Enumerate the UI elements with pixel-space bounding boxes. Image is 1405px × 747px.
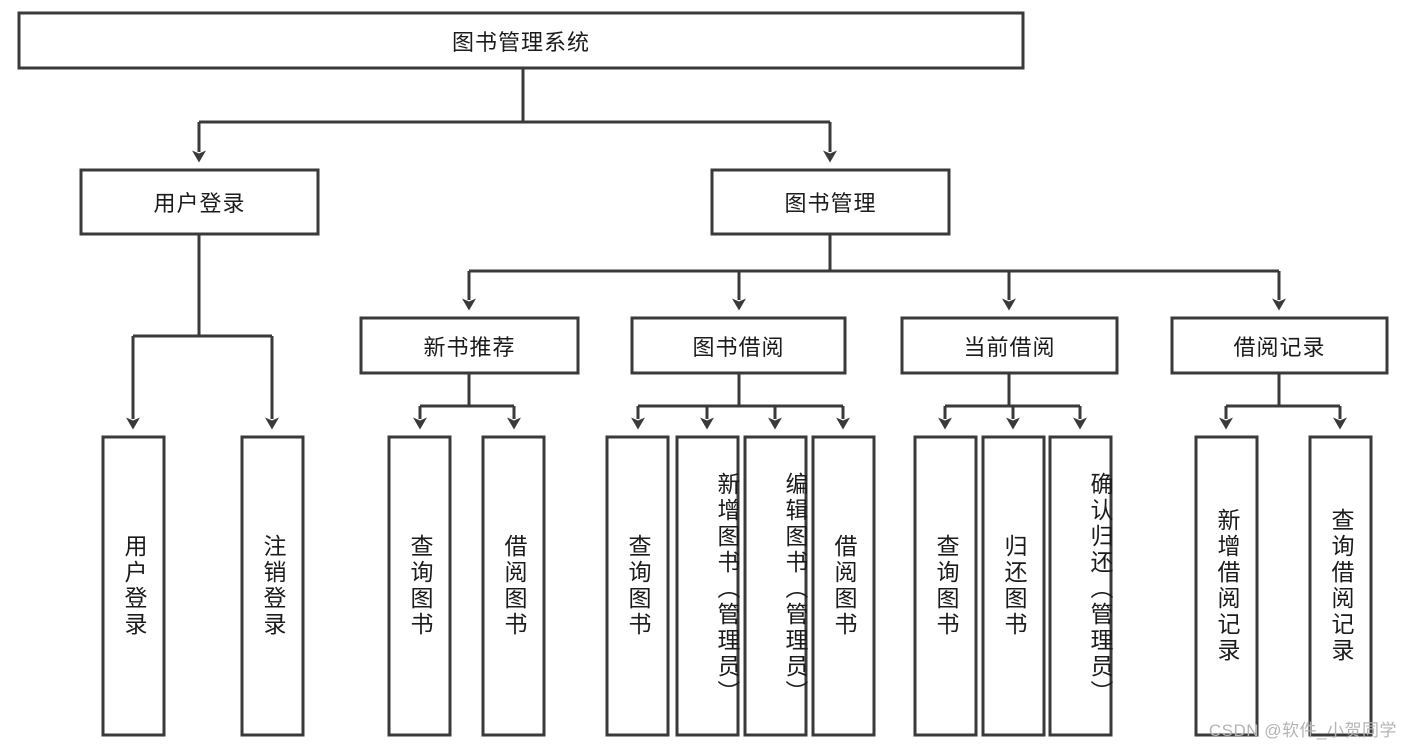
node-box-query-book-3[interactable]	[913, 435, 978, 737]
node-box-borrow-book-1[interactable]	[481, 435, 546, 737]
node-box-query-borrow-record[interactable]	[1308, 435, 1373, 737]
node-box-add-borrow-record[interactable]	[1194, 435, 1259, 737]
node-box-new-book-recommend[interactable]	[359, 316, 580, 375]
node-box-user-login-leaf[interactable]	[101, 435, 166, 737]
node-box-confirm-return-admin[interactable]	[1048, 435, 1113, 737]
node-box-edit-book-admin[interactable]	[743, 435, 808, 737]
node-box-book-management[interactable]	[710, 168, 951, 236]
node-box-user-login[interactable]	[79, 168, 320, 236]
node-box-add-book-admin[interactable]	[675, 435, 740, 737]
node-box-book-borrow[interactable]	[630, 316, 847, 375]
node-box-query-book-2[interactable]	[605, 435, 670, 737]
node-box-query-book-1[interactable]	[387, 435, 452, 737]
node-box-borrow-book-2[interactable]	[811, 435, 876, 737]
node-box-borrow-record[interactable]	[1170, 316, 1389, 375]
node-box-logout-leaf[interactable]	[240, 435, 305, 737]
node-box-return-book[interactable]	[981, 435, 1046, 737]
node-box-root[interactable]	[17, 11, 1025, 70]
node-box-current-borrow[interactable]	[900, 316, 1119, 375]
